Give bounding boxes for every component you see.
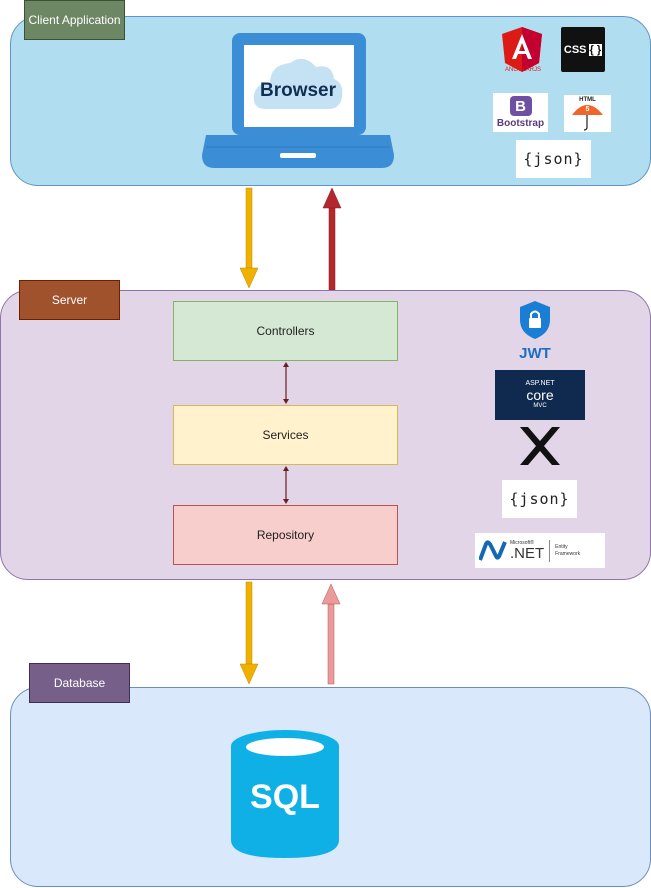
json-logo-server: {json} bbox=[502, 480, 577, 518]
aspnet-core-text: core bbox=[526, 387, 554, 403]
request-arrow-head bbox=[239, 267, 259, 289]
controllers-layer: Controllers bbox=[173, 301, 398, 361]
bootstrap-logo: B Bootstrap bbox=[493, 93, 548, 132]
angular-caption: ANGULARJS bbox=[504, 67, 541, 73]
request-arrow-shaft bbox=[245, 187, 253, 269]
dotnet-wave-icon bbox=[479, 539, 507, 561]
cloud-icon bbox=[253, 58, 343, 109]
x-logo bbox=[520, 427, 560, 465]
css-logo: CSS { } bbox=[561, 27, 605, 72]
db-response-arrow-head bbox=[321, 583, 341, 605]
aspnet-mvc-text: MVC bbox=[533, 403, 547, 409]
server-label: Server bbox=[19, 280, 120, 320]
db-response-arrow-shaft bbox=[327, 603, 335, 685]
bootstrap-letter: B bbox=[509, 96, 532, 116]
html5-logo: HTML 5 bbox=[564, 95, 611, 132]
ef-line1: Entity bbox=[555, 543, 568, 550]
html5-number: 5 bbox=[585, 106, 590, 113]
layer-links bbox=[283, 362, 289, 504]
json-logo: {json} bbox=[516, 140, 591, 178]
client-application-label: Client Application bbox=[24, 0, 125, 40]
response-arrow-head bbox=[322, 187, 342, 209]
dotnet-text: .NET bbox=[510, 545, 545, 562]
sql-database-icon bbox=[231, 730, 339, 858]
dotnet-logo: Microsoft® .NET Entity Framework bbox=[475, 533, 605, 568]
html5-caption: HTML bbox=[579, 97, 596, 103]
database-label: Database bbox=[29, 663, 130, 703]
bootstrap-caption: Bootstrap bbox=[496, 118, 545, 129]
angular-logo bbox=[502, 27, 542, 72]
css-logo-text: CSS bbox=[563, 43, 587, 56]
aspnet-core-logo: ASP.NET core MVC bbox=[495, 370, 585, 420]
browser-label: Browser bbox=[259, 80, 337, 101]
umbrella-icon bbox=[572, 105, 603, 131]
client-server-arrows bbox=[239, 187, 342, 291]
server-database-arrows bbox=[239, 581, 341, 685]
dotnet-microsoft-text: Microsoft® bbox=[510, 540, 534, 546]
aspnet-top-text: ASP.NET bbox=[525, 380, 555, 387]
response-arrow-shaft bbox=[328, 207, 336, 291]
services-layer: Services bbox=[173, 405, 398, 465]
sql-label: SQL bbox=[250, 778, 320, 816]
jwt-label: JWT bbox=[519, 345, 551, 362]
db-request-arrow-head bbox=[239, 663, 259, 685]
ef-line2: Framework bbox=[555, 550, 581, 557]
repository-layer: Repository bbox=[173, 505, 398, 565]
db-request-arrow-shaft bbox=[245, 581, 253, 665]
jwt-shield-icon bbox=[520, 301, 550, 339]
